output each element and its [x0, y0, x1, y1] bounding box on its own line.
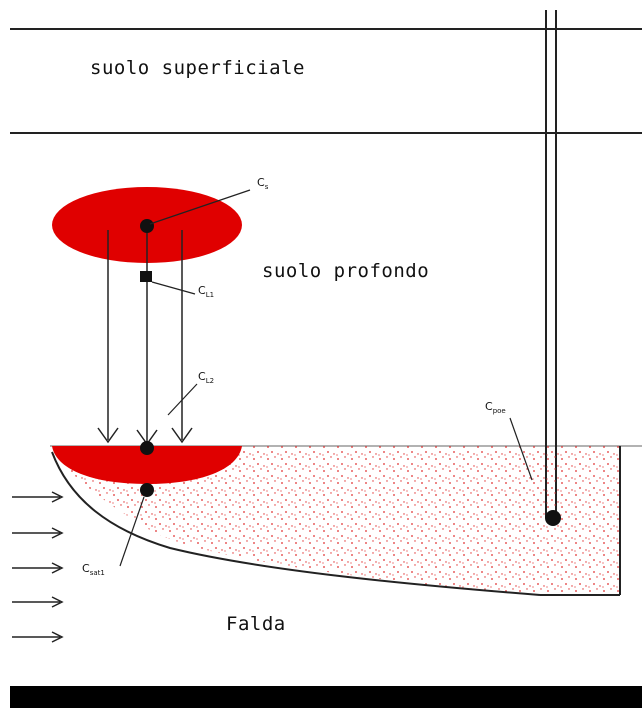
- leader-leach-2: [167, 383, 198, 416]
- label-c-leach-2: CL2: [198, 370, 215, 386]
- plume-lower-boundary: [51, 451, 541, 596]
- label-c-leach-1: CL1: [198, 284, 215, 300]
- bedrock-bar: [10, 686, 642, 708]
- leader-leach-1: [151, 281, 196, 295]
- label-c-well: Cpoe: [485, 400, 506, 416]
- point-leach-1: [140, 271, 152, 282]
- leader-source: [149, 189, 251, 225]
- subsoil-label: suolo profondo: [262, 260, 430, 282]
- leader-mixed: [119, 496, 145, 567]
- leaching-arrow-left: [97, 427, 119, 444]
- point-well: [545, 510, 561, 526]
- point-water-table: [140, 441, 154, 455]
- leachate-lens: [52, 446, 242, 484]
- point-source: [140, 219, 154, 233]
- aquifer-label: Falda: [226, 613, 286, 635]
- label-c-mixed: Csat1: [82, 562, 105, 578]
- groundwater-flow-arrows: [12, 491, 64, 643]
- point-mixed: [140, 483, 154, 497]
- leaching-arrow-right: [171, 427, 193, 444]
- label-c-source: Cs: [257, 176, 269, 192]
- contaminant-plume: [52, 446, 620, 595]
- topsoil-label: suolo superficiale: [90, 57, 305, 79]
- leader-well: [509, 417, 533, 481]
